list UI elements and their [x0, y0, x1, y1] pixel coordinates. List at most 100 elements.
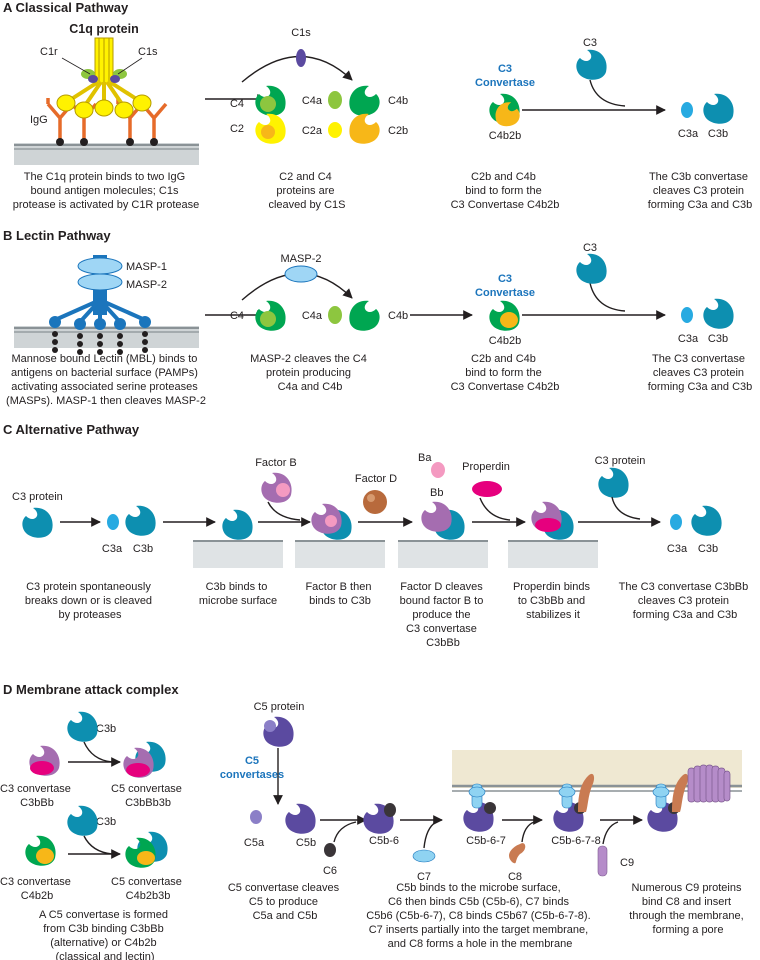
c8-protein-shape [509, 843, 526, 864]
section-a-title: A Classical Pathway [3, 0, 129, 15]
caption-a3: C2b and C4b bind to form the C3 Converta… [451, 171, 560, 211]
c3-entry-curve-c [611, 496, 641, 520]
mac-pore-complex-shape [647, 764, 731, 832]
membrane-b [14, 326, 199, 348]
c3-protein-shape-c2 [598, 467, 629, 498]
c3a-label-a: C3a [678, 128, 699, 140]
factor-d-shape [363, 490, 387, 514]
c3b-shape-c [125, 505, 156, 536]
factor-b-entry-curve [267, 501, 301, 521]
masp2-enzyme-label: MASP-2 [281, 253, 322, 265]
caption-c1: C3 protein spontaneously breaks down or … [25, 581, 155, 621]
c7-protein-shape [412, 849, 436, 863]
caption-c3: Factor B then binds to C3b [305, 581, 374, 607]
c9-entry-curve [602, 821, 619, 845]
section-c-title: C Alternative Pathway [3, 422, 140, 437]
c4b2b-convertase-shape [489, 93, 520, 127]
caption-a4: The C3b convertase cleaves C3 protein fo… [648, 171, 753, 211]
c7-label: C7 [417, 871, 431, 883]
c4a-fragment-shape-b [328, 306, 342, 324]
c2a-label: C2a [302, 125, 323, 137]
c3b-shape-d-top [67, 711, 98, 742]
ba-label: Ba [418, 452, 432, 464]
caption-c4: Factor D cleaves bound factor B to produ… [400, 581, 487, 649]
c1s-enzyme-shape [296, 49, 306, 67]
c3bbb-convertase-shape-d [29, 745, 60, 776]
c3b-label-c2: C3b [698, 543, 718, 555]
c5b67-label: C5b-6-7 [466, 835, 506, 847]
c4b2b-label: C4b2b [489, 130, 521, 142]
c3a-shape-a [681, 102, 693, 118]
c3a-shape-c [107, 514, 119, 530]
c3-entry-curve-b [589, 282, 626, 312]
factor-b-label: Factor B [255, 457, 297, 469]
membrane-a [14, 143, 199, 165]
caption-a2: C2 and C4 proteins are cleaved by C1S [268, 171, 345, 211]
factor-b-shape [261, 472, 292, 503]
c5b6-label: C5b-6 [369, 835, 399, 847]
masp2-label: MASP-2 [126, 279, 167, 291]
c3-protein-label-c: C3 protein [12, 491, 63, 503]
c6-label: C6 [323, 865, 337, 877]
c5a-label: C5a [244, 837, 265, 849]
caption-b4: The C3 convertase cleaves C3 protein for… [648, 353, 753, 393]
caption-c5: Properdin binds to C3bBb and stabilizes … [513, 581, 593, 621]
c3b-entry-curve-bottom [83, 835, 113, 855]
c4b2b3b-convertase-shape [125, 831, 168, 868]
c3bbb-complex-shape [421, 501, 465, 540]
c4b-fragment-shape-b [349, 300, 380, 331]
c3-label-a: C3 [583, 37, 597, 49]
c3-protein-shape-a [576, 49, 607, 80]
membrane-panels-c [193, 540, 598, 568]
c9-protein-shape [597, 845, 608, 877]
c5-convertases-label-line1: C5 [245, 755, 259, 767]
c3b-shape-a [703, 93, 734, 124]
c2-label: C2 [230, 123, 244, 135]
c5a-shape [250, 810, 262, 824]
c5b6-complex-shape [363, 803, 396, 834]
c1r-label: C1r [40, 46, 58, 58]
c3b-entry-curve-top [83, 741, 113, 763]
properdin-label: Properdin [462, 461, 510, 473]
c4b2b-convertase-shape-d [25, 835, 56, 866]
properdin-shape [472, 481, 502, 497]
caption-d4: Numerous C9 proteins bind C8 and insert … [629, 882, 746, 936]
c5-convertase-alt-label: C5 convertase C3bBb3b [111, 783, 185, 809]
antigen-dots-b [52, 331, 148, 355]
c6-entry-curve [333, 821, 357, 843]
c3bbb-properdin-complex-shape [531, 501, 574, 540]
caption-c2: C3b binds to microbe surface [199, 581, 277, 607]
c2b-label: C2b [388, 125, 408, 137]
c4b-label-b: C4b [388, 310, 408, 322]
c4b2b-label-b: C4b2b [489, 335, 521, 347]
c3-convertase-label-line2: Convertase [475, 77, 535, 89]
c8-label: C8 [508, 871, 522, 883]
c3-convertase-label-line1: C3 [498, 63, 512, 75]
c5b-label: C5b [296, 837, 316, 849]
c3b-label-b: C3b [708, 333, 728, 345]
c3a-shape-b [681, 307, 693, 323]
c3bbb3b-convertase-shape [123, 741, 166, 778]
c3-convertase-label-b-line1: C3 [498, 273, 512, 285]
c5-protein-shape [263, 716, 294, 747]
c4-label: C4 [230, 98, 244, 110]
c2-protein-shape [255, 113, 286, 144]
c3a-label-c: C3a [102, 543, 123, 555]
c3-convertase-label-b-line2: Convertase [475, 287, 535, 299]
c4-label-b: C4 [230, 310, 244, 322]
c3b-bound-shape [222, 509, 253, 540]
c5b678-complex-shape [553, 773, 595, 832]
c2a-fragment-shape [328, 122, 342, 138]
c3b-shape-c2 [691, 505, 722, 536]
c3-convertase-cl-label: C3 convertase C4b2b [0, 876, 74, 902]
c4-protein-shape-b [255, 300, 286, 331]
c4b-label: C4b [388, 95, 408, 107]
c4a-label-b: C4a [302, 310, 323, 322]
ba-fragment-shape [431, 462, 445, 478]
mbl-lectin-shape [49, 255, 151, 330]
c5-convertases-label-line2: convertases [220, 769, 284, 781]
c1q-protein-shape [56, 37, 152, 119]
c9-label: C9 [620, 857, 634, 869]
caption-d1: A C5 convertase is formed from C3b bindi… [39, 909, 171, 960]
c5b678-label: C5b-6-7-8 [551, 835, 601, 847]
